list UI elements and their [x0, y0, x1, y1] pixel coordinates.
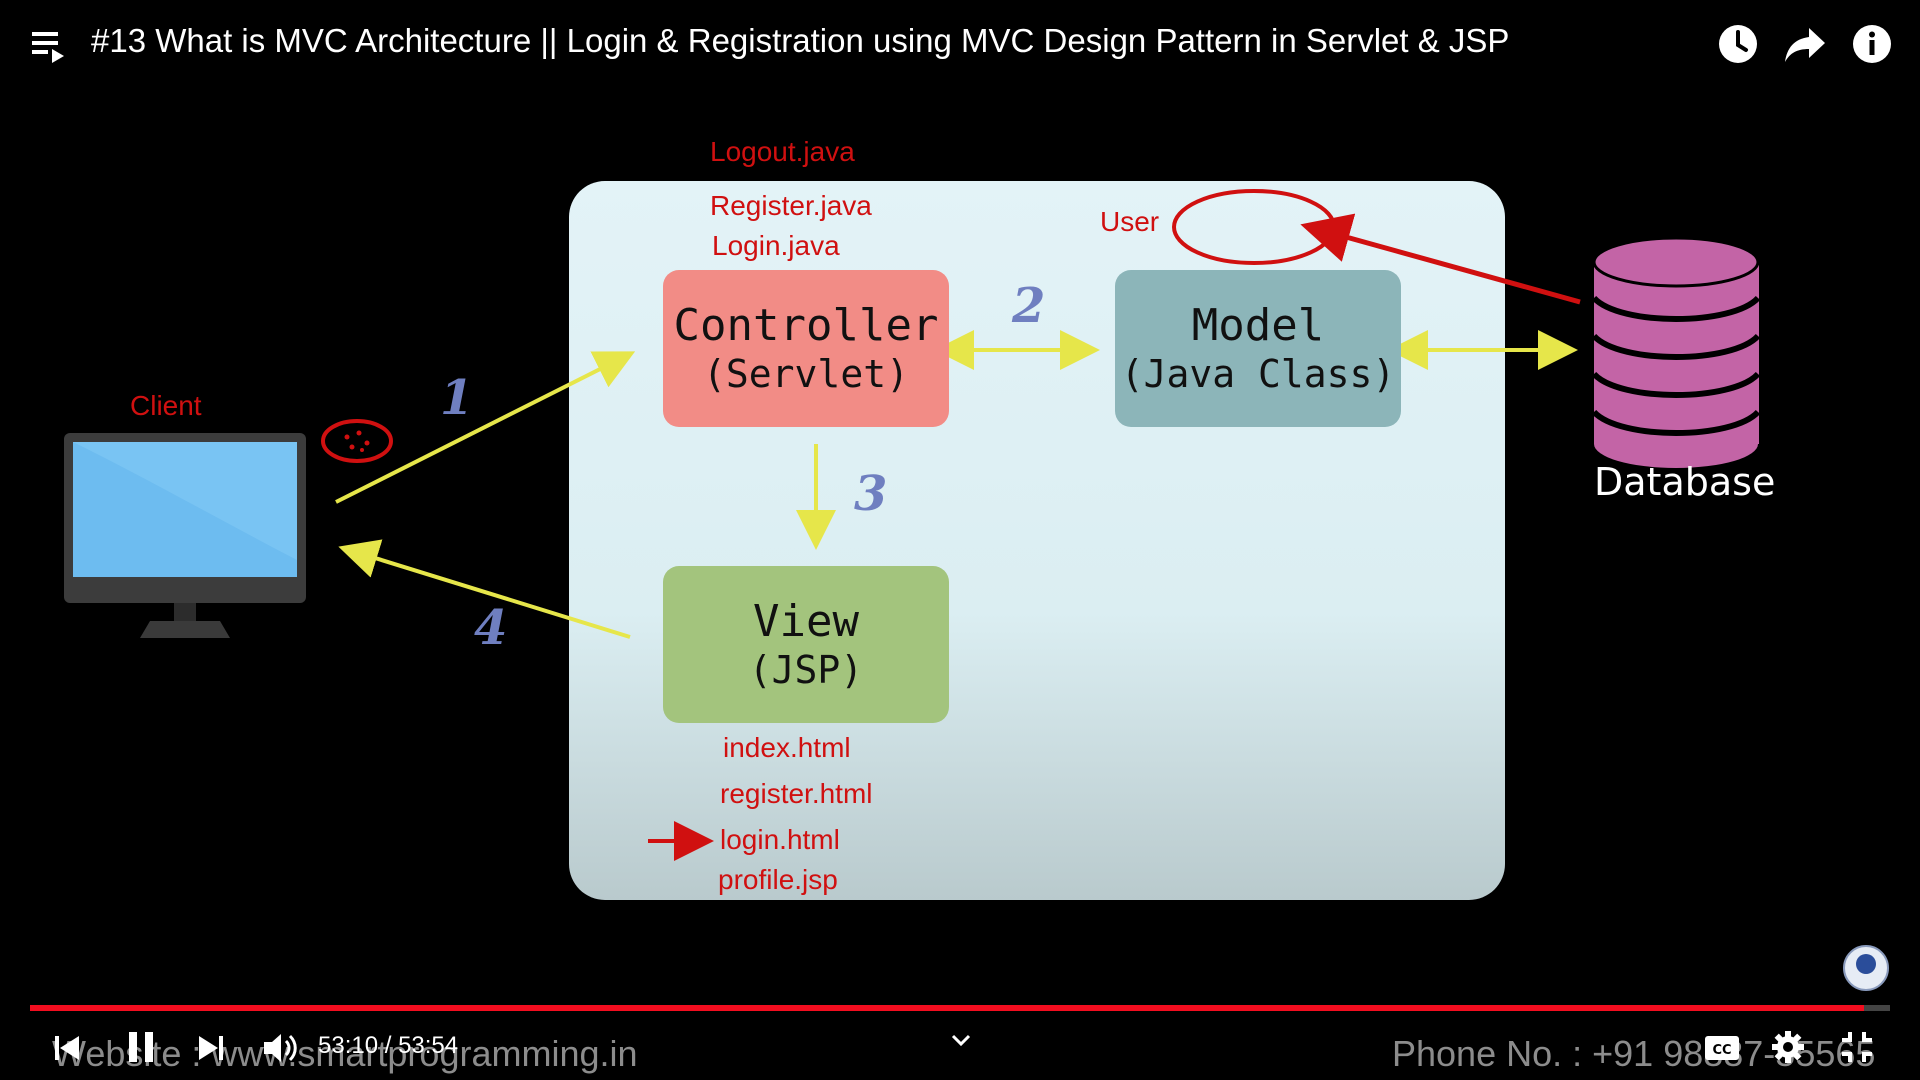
view-file-index: index.html — [723, 732, 851, 763]
controller-file-logout: Logout.java — [710, 136, 855, 167]
share-icon[interactable] — [1783, 22, 1827, 66]
top-bar: #13 What is MVC Architecture || Login & … — [0, 0, 1920, 90]
arrow-client-to-controller — [335, 351, 636, 504]
chevron-down-icon[interactable] — [948, 1030, 974, 1050]
model-box: Model (Java Class) — [1115, 270, 1401, 427]
skip-previous-icon[interactable] — [52, 1033, 82, 1063]
view-file-login: login.html — [720, 824, 840, 855]
skip-next-icon[interactable] — [196, 1033, 226, 1063]
client-monitor-icon — [64, 433, 306, 638]
time-display: 53:10 / 53:54 — [318, 1032, 459, 1059]
step-3: 3 — [854, 466, 888, 522]
request-data-annotation — [321, 419, 393, 463]
gear-icon[interactable] — [1771, 1030, 1805, 1064]
arrow-view-to-client — [338, 539, 631, 639]
playlist-icon[interactable] — [32, 30, 64, 64]
user-label: User — [1100, 206, 1160, 237]
step-4: 4 — [474, 600, 508, 656]
view-file-profile: profile.jsp — [718, 864, 838, 895]
controller-subtitle: (Servlet) — [703, 351, 909, 396]
svg-text:CC: CC — [1712, 1043, 1731, 1058]
client-label: Client — [130, 390, 202, 421]
exit-fullscreen-icon[interactable] — [1840, 1030, 1874, 1064]
view-subtitle: (JSP) — [748, 647, 864, 692]
model-subtitle: (Java Class) — [1120, 351, 1396, 396]
channel-logo — [1843, 945, 1889, 991]
video-title[interactable]: #13 What is MVC Architecture || Login & … — [91, 22, 1510, 59]
pause-icon[interactable] — [126, 1030, 156, 1064]
controller-title: Controller — [673, 299, 939, 351]
red-arrow-database-to-user — [1300, 213, 1581, 305]
database-icon — [1591, 236, 1761, 468]
info-icon[interactable] — [1850, 22, 1894, 66]
model-title: Model — [1191, 299, 1325, 351]
step-1: 1 — [440, 370, 474, 426]
clock-icon[interactable] — [1716, 22, 1760, 66]
controller-file-login: Login.java — [712, 230, 840, 261]
view-file-register: register.html — [720, 778, 873, 809]
progress-bar-played — [30, 1005, 1864, 1011]
database-label: Database — [1594, 460, 1776, 504]
controller-box: Controller (Servlet) — [663, 270, 949, 427]
view-box: View (JSP) — [663, 566, 949, 723]
controller-file-register: Register.java — [710, 190, 872, 221]
cc-icon[interactable]: CC — [1704, 1034, 1740, 1062]
volume-icon[interactable] — [262, 1031, 298, 1065]
step-2: 2 — [1012, 278, 1046, 334]
view-title: View — [753, 595, 859, 647]
